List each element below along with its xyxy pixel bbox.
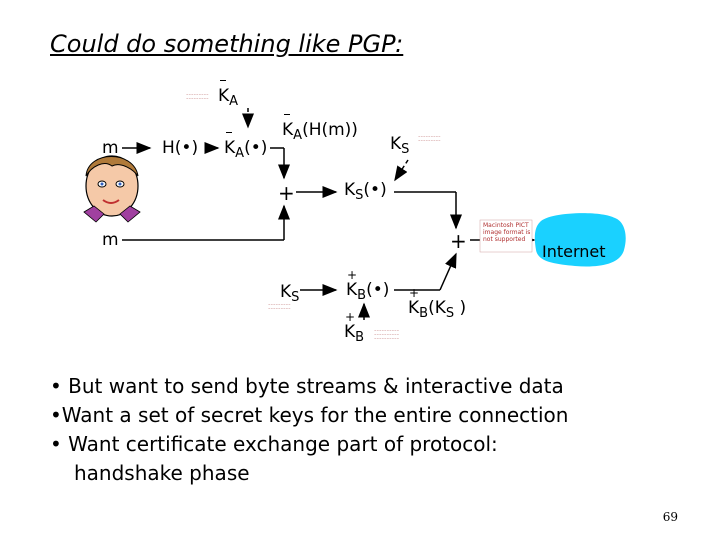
label-m-bottom: m [102, 230, 119, 250]
plus-operator-1: + [278, 181, 295, 205]
kb-fn-sub: B [357, 288, 367, 303]
ka-fn-arg: (•) [244, 138, 268, 158]
bullet-item-4: handshake phase [74, 461, 250, 485]
ka-private-key-label: KA [218, 86, 239, 109]
ks-fn-arg: (•) [363, 180, 387, 200]
ks-bottom-image-placeholder: ~~~~~~~~~~~~~~~~~~ [268, 302, 291, 310]
plus-operator-2: + [450, 229, 467, 253]
ka-top-k: K [218, 86, 230, 106]
bullet-item-2: •Want a set of secret keys for the entir… [50, 403, 569, 427]
internet-cloud [534, 213, 626, 267]
ka-function-label: KA(•) [224, 138, 268, 161]
kb-fn-arg: (•) [366, 280, 390, 300]
pict-placeholder [479, 219, 533, 253]
ka-fn-sub: A [235, 146, 245, 161]
bullet-item-1: • But want to send byte streams & intera… [50, 374, 564, 398]
label-m-top: m [102, 138, 119, 158]
pgp-diagram [83, 108, 626, 320]
slide-title: Could do something like PGP: [50, 30, 404, 58]
bullet-item-3: • Want certificate exchange part of prot… [50, 432, 498, 456]
hash-function-label: H(•) [162, 138, 199, 158]
ks-key-label-right: KS [390, 134, 410, 157]
kb-fn-k: K [346, 280, 357, 300]
kb-out-close: ) [454, 298, 467, 318]
kb-out-arg: (K [428, 298, 446, 318]
kb-key-image-placeholder: ~~~~~~~~~~~~~~~~~~~~~~~~~~~~~~ [374, 328, 400, 340]
kb-public-key-label: KB [344, 322, 365, 345]
page-number: 69 [662, 510, 678, 524]
ks-function-label: KS(•) [344, 180, 387, 203]
pict-unsupported-note: Macintosh PICT image format is not suppo… [483, 222, 531, 243]
kb-out-arg-sub: S [445, 306, 455, 321]
kb-out-sub: B [419, 306, 429, 321]
ks-key-image-placeholder: ~~~~~~~~~~~~~~~~~~ [418, 134, 441, 142]
person-face-icon [83, 155, 141, 223]
ks-right-k: K [390, 134, 402, 154]
ks-bottom-sub: S [291, 290, 300, 305]
ks-bottom-k: K [280, 282, 292, 302]
kb-function-label: KB(•) [346, 280, 390, 303]
ka-output-label: KA(H(m)) [282, 120, 358, 143]
ks-right-sub: S [401, 142, 410, 157]
ka-out-arg: (H(m)) [302, 120, 358, 140]
kb-key-k: K [344, 322, 355, 342]
kb-out-k: K [408, 298, 419, 318]
ks-fn-sub: S [355, 188, 364, 203]
ka-top-sub: A [229, 94, 239, 109]
bullet-list: • But want to send byte streams & intera… [50, 372, 690, 488]
kb-key-sub: B [355, 330, 365, 345]
internet-label: Internet [542, 242, 606, 261]
arrow-ks-key [394, 159, 409, 182]
kb-output-label: KB(KS ) [408, 298, 467, 321]
ka-out-k: K [282, 120, 294, 140]
ka-key-image-placeholder: ~~~~~~~~~~~~~~~~~~ [186, 92, 209, 100]
ks-fn-k: K [344, 180, 356, 200]
ks-key-label-bottom: KS [280, 282, 300, 305]
ka-fn-k: K [224, 138, 236, 158]
arrow-kb-up-to-plus2 [439, 252, 457, 291]
ka-out-sub: A [293, 128, 303, 143]
